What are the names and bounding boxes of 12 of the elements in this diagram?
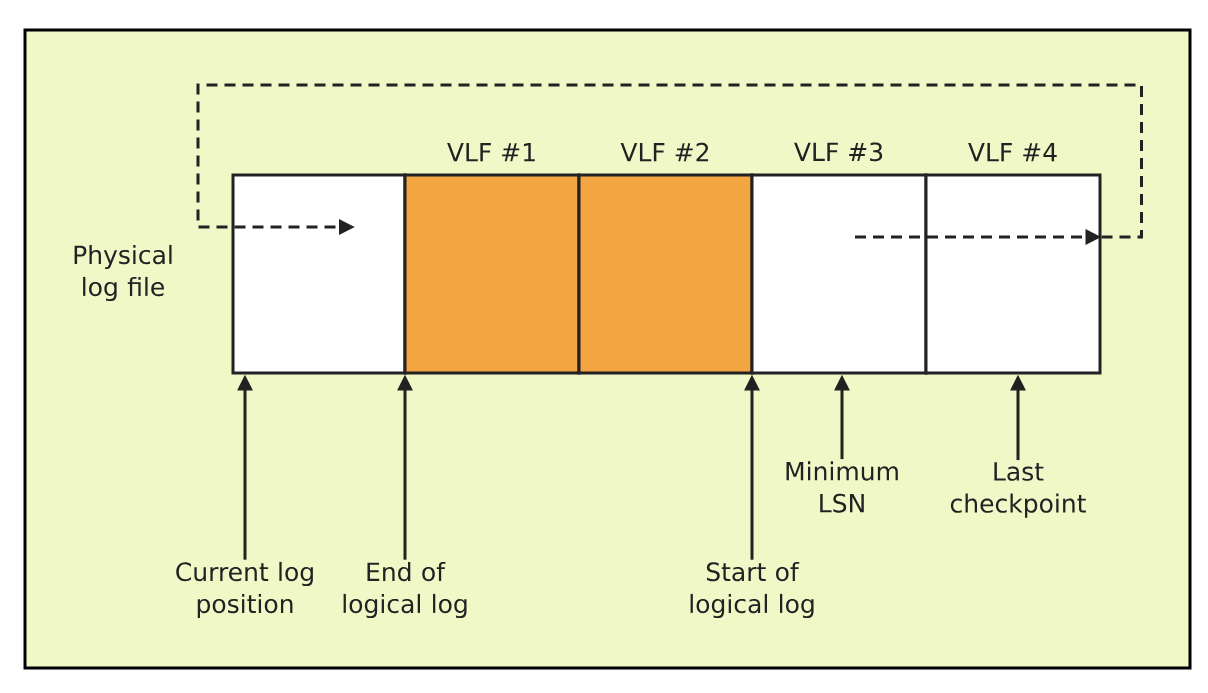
label-text: Physical log file: [74, 244, 172, 302]
pointer-label: Last checkpoint: [950, 462, 1086, 518]
node-label: VLF #4: [968, 143, 1057, 162]
log-cell: [231, 173, 407, 375]
pointer-label: Current log position: [176, 561, 313, 619]
pointer-label: Minimum LSN: [786, 461, 898, 513]
node-label: VLF #1: [447, 143, 535, 162]
node-label: VLF #2: [620, 142, 709, 162]
pointer-label: End of logical log: [343, 561, 467, 619]
wraparound-arrow: [196, 83, 1143, 239]
node-label: VLF #3: [794, 142, 883, 162]
pointer-label: Start of logical log: [690, 561, 814, 619]
